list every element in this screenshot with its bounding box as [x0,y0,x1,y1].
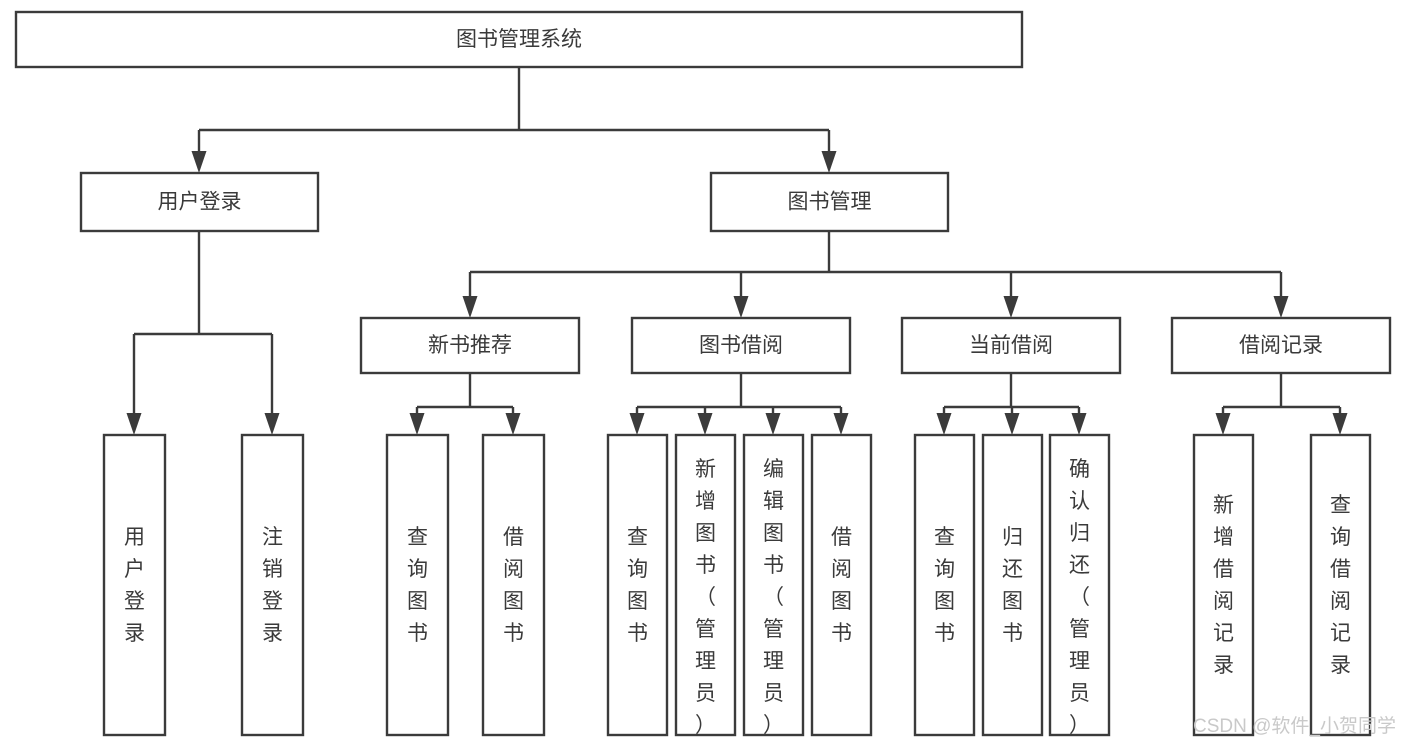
node-label-leaf-logout: 注销登录 [262,526,283,645]
arrow-head-icon [733,296,749,318]
node-root[interactable]: 图书管理系统 [14,10,1024,69]
node-label-new-book-recommend: 新书推荐 [428,334,512,357]
node-label-user-login: 用户登录 [158,191,242,214]
node-box-new-book-recommend [359,316,581,375]
node-leaf-return-book[interactable]: 归还图书 [981,433,1044,737]
node-box-leaf-return-book [981,433,1044,737]
connector-group-borrow-record-to-leaves [1215,373,1348,435]
node-label-leaf-confirm-return: 确认归还（管理员） [1069,458,1090,737]
node-box-leaf-add-borrow-record [1192,433,1255,737]
node-box-current-borrow [900,316,1122,375]
node-layer: 图书管理系统用户登录图书管理新书推荐图书借阅当前借阅借阅记录用户登录注销登录查询… [14,10,1392,737]
node-box-leaf-query-book-recommend [385,433,450,737]
node-leaf-query-book-borrow[interactable]: 查询图书 [606,433,669,737]
connector-group-current-borrow-to-leaves [936,373,1087,435]
arrow-head-icon [1215,413,1231,435]
node-box-leaf-logout [240,433,305,737]
node-leaf-edit-book[interactable]: 编辑图书（管理员） [742,433,805,737]
node-label-leaf-add-borrow-record: 新增借阅记录 [1213,494,1234,677]
node-box-leaf-borrow-book [810,433,873,737]
arrow-head-icon [1004,413,1020,435]
arrow-head-icon [765,413,781,435]
node-book-manage[interactable]: 图书管理 [709,171,950,233]
node-leaf-borrow-book-recommend[interactable]: 借阅图书 [481,433,546,737]
node-leaf-borrow-book[interactable]: 借阅图书 [810,433,873,737]
node-label-leaf-borrow-book: 借阅图书 [831,526,852,645]
arrow-head-icon [1332,413,1348,435]
node-new-book-recommend[interactable]: 新书推荐 [359,316,581,375]
arrow-head-icon [936,413,952,435]
connector-group-root-to-level1 [191,67,837,173]
node-leaf-add-book[interactable]: 新增图书（管理员） [674,433,737,737]
node-label-leaf-query-book-borrow: 查询图书 [627,526,648,645]
connector-group-user-login-to-leaves [126,231,280,435]
node-leaf-logout[interactable]: 注销登录 [240,433,305,737]
watermark-label: CSDN @软件_小贺同学 [1193,715,1396,737]
node-box-borrow-record [1170,316,1392,375]
connector-group-book-borrow-to-leaves [629,373,849,435]
arrow-head-icon [1003,296,1019,318]
arrow-head-icon [697,413,713,435]
arrow-head-icon [505,413,521,435]
arrow-head-icon [1071,413,1087,435]
node-box-leaf-add-book [674,433,737,737]
node-box-root [14,10,1024,69]
arrow-head-icon [833,413,849,435]
arrow-head-icon [126,413,142,435]
node-borrow-record[interactable]: 借阅记录 [1170,316,1392,375]
arrow-head-icon [821,151,837,173]
node-leaf-confirm-return[interactable]: 确认归还（管理员） [1048,433,1111,737]
node-leaf-query-book-current[interactable]: 查询图书 [913,433,976,737]
node-box-book-borrow [630,316,852,375]
node-box-leaf-borrow-book-recommend [481,433,546,737]
node-box-book-manage [709,171,950,233]
node-label-leaf-query-borrow-record: 查询借阅记录 [1330,494,1351,677]
node-label-leaf-return-book: 归还图书 [1002,526,1023,645]
node-leaf-user-login[interactable]: 用户登录 [102,433,167,737]
node-label-leaf-query-book-recommend: 查询图书 [407,526,428,645]
node-box-leaf-query-borrow-record [1309,433,1372,737]
node-label-borrow-record: 借阅记录 [1239,334,1323,357]
node-label-book-borrow: 图书借阅 [699,334,783,357]
arrow-head-icon [264,413,280,435]
arrow-head-icon [1273,296,1289,318]
node-user-login[interactable]: 用户登录 [79,171,320,233]
arrow-head-icon [409,413,425,435]
connector-group-book-manage-to-level2 [462,231,1289,318]
node-label-leaf-query-book-current: 查询图书 [934,526,955,645]
node-leaf-query-borrow-record[interactable]: 查询借阅记录 [1309,433,1372,737]
node-label-leaf-borrow-book-recommend: 借阅图书 [503,526,524,645]
node-current-borrow[interactable]: 当前借阅 [900,316,1122,375]
node-leaf-query-book-recommend[interactable]: 查询图书 [385,433,450,737]
node-label-root: 图书管理系统 [456,28,582,51]
arrow-head-icon [191,151,207,173]
node-box-leaf-query-book-borrow [606,433,669,737]
connector-layer [126,67,1348,435]
node-box-leaf-edit-book [742,433,805,737]
node-label-leaf-edit-book: 编辑图书（管理员） [763,458,784,737]
node-box-user-login [79,171,320,233]
node-box-leaf-confirm-return [1048,433,1111,737]
node-label-leaf-add-book: 新增图书（管理员） [695,458,716,737]
node-label-current-borrow: 当前借阅 [969,334,1053,357]
arrow-head-icon [629,413,645,435]
node-label-book-manage: 图书管理 [788,191,872,214]
node-box-leaf-user-login [102,433,167,737]
node-box-leaf-query-book-current [913,433,976,737]
node-leaf-add-borrow-record[interactable]: 新增借阅记录 [1192,433,1255,737]
node-book-borrow[interactable]: 图书借阅 [630,316,852,375]
connector-group-new-book-recommend-to-leaves [409,373,521,435]
node-label-leaf-user-login: 用户登录 [124,526,145,645]
arrow-head-icon [462,296,478,318]
